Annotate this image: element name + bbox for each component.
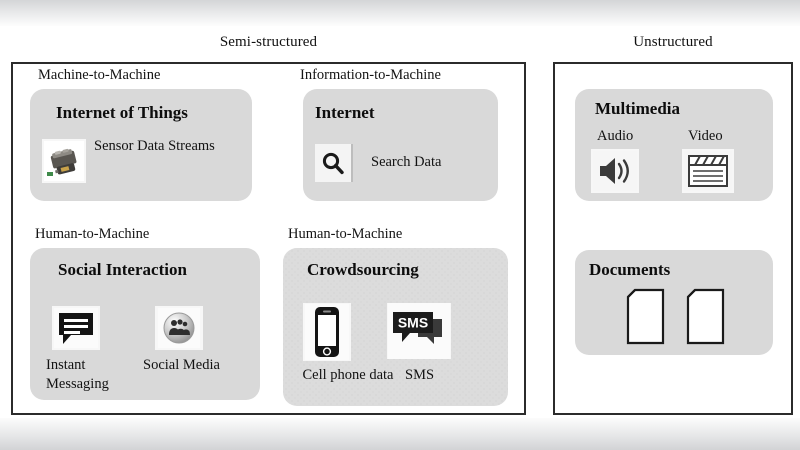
card-crowdsourcing[interactable]: Crowdsourcing SMS Cell phone data SMS — [283, 248, 508, 406]
item-label-audio: Audio — [597, 128, 634, 144]
card-title-crowdsourcing: Crowdsourcing — [307, 260, 419, 279]
search-icon[interactable] — [315, 144, 353, 182]
item-label-social-media: Social Media — [143, 357, 220, 373]
item-label-cell-phone-data: Cell phone data — [302, 367, 394, 383]
column-caption-semi-structured: Semi-structured — [219, 34, 318, 50]
card-title-internet: Internet — [315, 103, 375, 122]
bottom-letterbox-band — [0, 418, 800, 450]
card-social-interaction[interactable]: Social Interaction — [30, 248, 260, 400]
sms-bubble-icon: SMS — [387, 303, 451, 359]
card-documents[interactable]: Documents — [575, 250, 773, 355]
people-group-icon — [155, 306, 203, 350]
top-letterbox-band — [0, 0, 800, 26]
item-label-video: Video — [688, 128, 723, 144]
document-page-icon — [625, 288, 667, 351]
item-label-sms: SMS — [405, 367, 435, 383]
sensor-device-icon — [42, 139, 86, 183]
item-label-instant-messaging: Instant Messaging — [46, 357, 109, 392]
card-internet-of-things[interactable]: Internet of Things Sensor Data Streams — [30, 89, 252, 201]
card-title-documents: Documents — [589, 260, 671, 279]
column-caption-unstructured: Unstructured — [633, 34, 713, 50]
group-label-information-to-machine: Information-to-Machine — [300, 67, 441, 83]
item-label-search-data: Search Data — [371, 154, 442, 170]
clapperboard-icon — [682, 149, 734, 193]
card-title-social-interaction: Social Interaction — [58, 260, 187, 279]
item-label-sensor-data-streams: Sensor Data Streams — [94, 138, 215, 154]
smartphone-icon — [303, 303, 351, 361]
group-label-human-to-machine-crowdsourcing: Human-to-Machine — [288, 226, 403, 242]
group-label-human-to-machine-social: Human-to-Machine — [35, 226, 150, 242]
sms-icon-text: SMS — [398, 315, 428, 331]
card-title-multimedia: Multimedia — [595, 99, 680, 118]
card-title-internet-of-things: Internet of Things — [56, 103, 188, 122]
card-internet[interactable]: Internet Search Data — [303, 89, 498, 201]
speaker-icon — [591, 149, 639, 193]
card-multimedia[interactable]: Multimedia Audio Video — [575, 89, 773, 201]
chat-bubble-icon — [52, 306, 100, 350]
group-label-machine-to-machine: Machine-to-Machine — [38, 67, 161, 83]
document-page-icon — [685, 288, 727, 351]
